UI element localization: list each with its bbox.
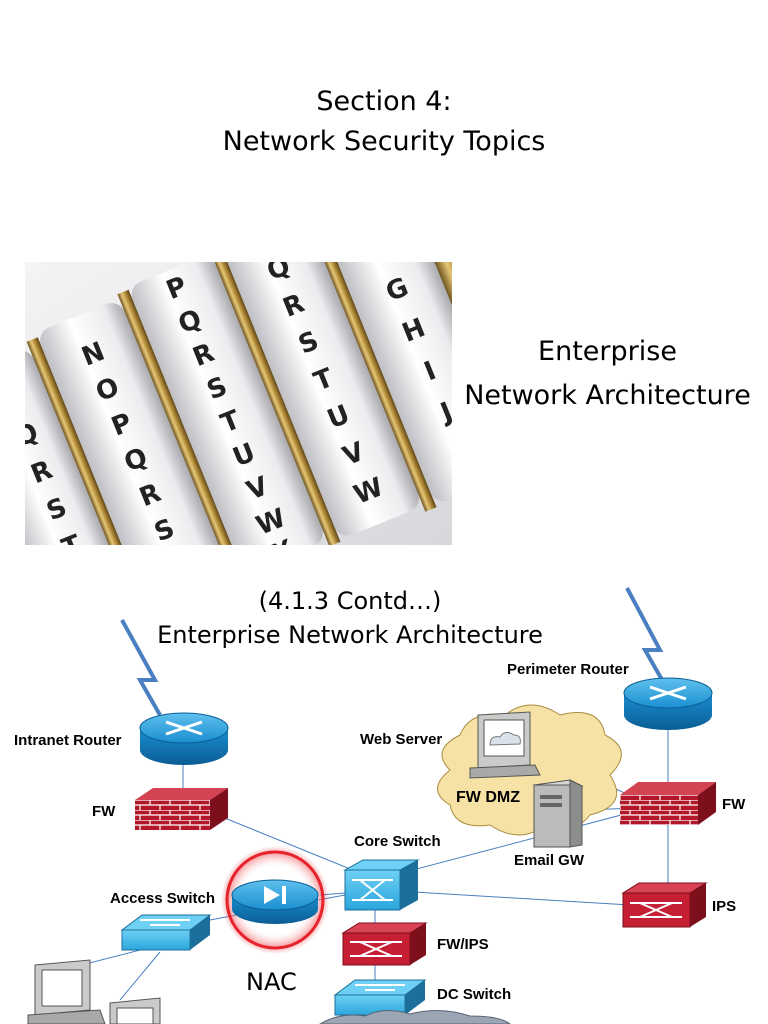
dc-switch-icon (333, 979, 427, 1016)
slide1-title-line1: Section 4: (316, 86, 452, 117)
slide1-title: Section 4: Network Security Topics (0, 82, 768, 162)
dc-switch-label: DC Switch (437, 986, 512, 1003)
workstation-1-icon (27, 959, 106, 1024)
email-gw-label: Email GW (514, 852, 585, 869)
workstation-2-icon (109, 997, 161, 1024)
fw-left-label: FW (92, 803, 116, 820)
cryptex-rings (25, 262, 452, 545)
perimeter-router-label: Perimeter Router (507, 661, 629, 678)
ring4-letters: Q R S T U V W (263, 262, 388, 511)
lightning-right-icon (625, 587, 667, 686)
slide1-subtitle-line2: Network Architecture (464, 380, 751, 411)
fw-ips-label: FW/IPS (437, 936, 489, 953)
nac-icon (221, 846, 329, 954)
core-switch-label: Core Switch (354, 833, 441, 850)
slide2-title-line1: (4.1.3 Contd…) (258, 587, 442, 615)
slide1-subtitle-line1: Enterprise (538, 336, 677, 367)
firewall-right-icon (620, 782, 716, 825)
access-switch-icon (120, 914, 212, 951)
intranet-router-label: Intranet Router (14, 732, 122, 749)
core-switch-icon (343, 859, 420, 911)
ips-icon (621, 882, 708, 928)
link-access-pc2 (119, 951, 161, 1001)
lock-letter: X (268, 534, 298, 545)
link-core-fw-right (374, 809, 641, 881)
slide2-title: (4.1.3 Contd…) Enterprise Network Archit… (0, 584, 700, 652)
access-switch-label: Access Switch (110, 890, 216, 907)
slide1-subtitle: Enterprise Network Architecture (455, 330, 760, 418)
link-fw-core (199, 807, 366, 876)
lightning-left-icon (120, 619, 162, 716)
ips-label: IPS (712, 898, 737, 915)
slide1-title-line2: Network Security Topics (222, 126, 546, 157)
cryptex-lock-photo: Q R S T U N O P Q R S T P Q (25, 262, 452, 545)
lock-letter: F (367, 262, 395, 267)
fw-right-label: FW (722, 796, 746, 813)
web-server-label: Web Server (360, 731, 443, 748)
dc-cloud (319, 1010, 511, 1024)
firewall-left-icon (135, 788, 228, 830)
fw-ips-icon (341, 922, 428, 966)
perimeter-router-icon (623, 677, 713, 730)
intranet-router-icon (139, 712, 229, 765)
email-gateway-icon (532, 779, 584, 848)
nac-label: NAC (246, 968, 297, 996)
link-core-ips (379, 889, 631, 906)
web-server-icon (469, 711, 541, 779)
fw-dmz-label: FW DMZ (456, 789, 520, 806)
slide2-title-line2: Enterprise Network Architecture (157, 621, 543, 649)
